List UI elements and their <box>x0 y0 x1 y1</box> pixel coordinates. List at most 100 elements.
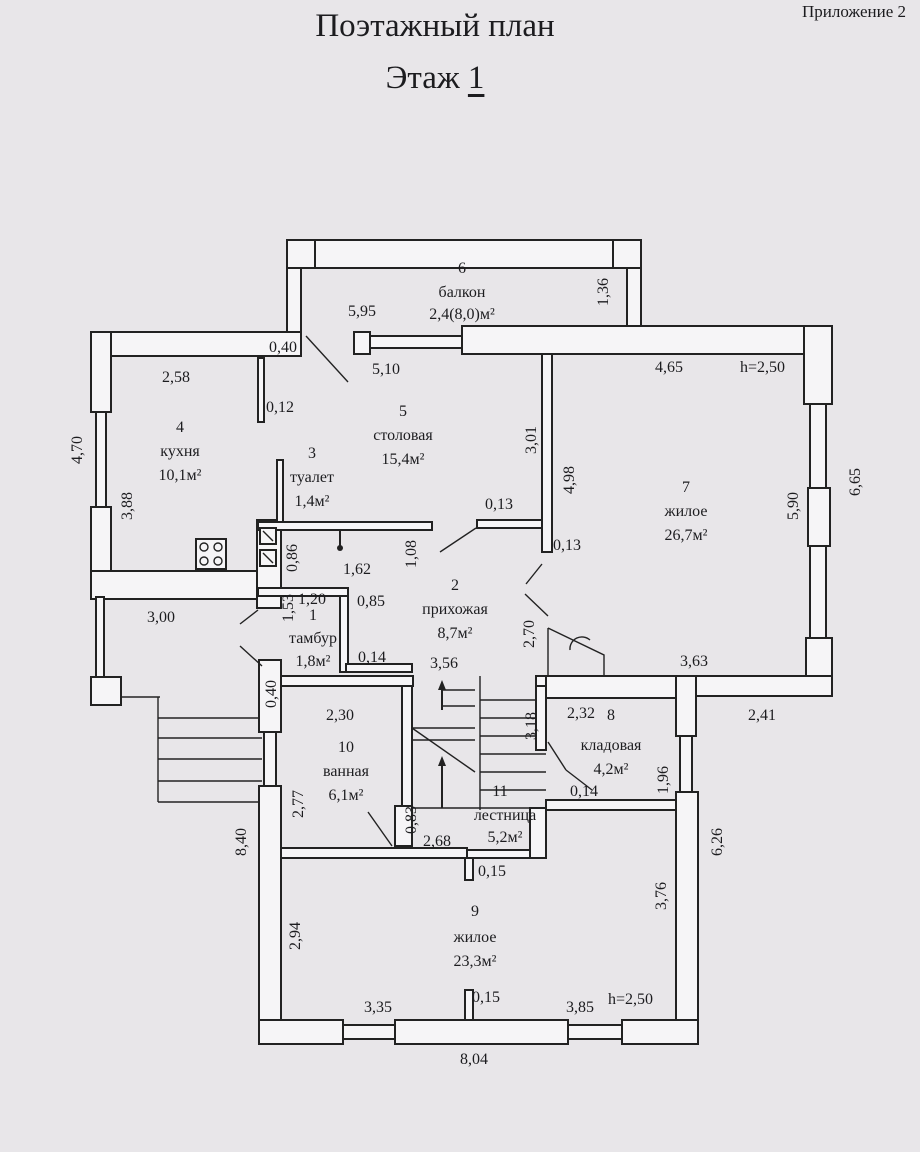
svg-text:1,4м²: 1,4м² <box>295 493 330 510</box>
svg-text:3,00: 3,00 <box>147 609 175 626</box>
floor-title: Этаж 1 <box>385 60 485 96</box>
svg-text:3,88: 3,88 <box>119 492 136 520</box>
svg-text:2,68: 2,68 <box>423 833 451 850</box>
north-wall-kitchen <box>90 331 302 357</box>
svg-text:8: 8 <box>607 707 615 724</box>
svg-text:26,7м²: 26,7м² <box>665 527 708 544</box>
east-wall-upper <box>803 325 833 405</box>
room-toilet: 3 туалет 1,4м² <box>290 445 334 510</box>
svg-text:3,56: 3,56 <box>430 655 458 672</box>
east-window-2 <box>809 545 827 639</box>
svg-text:0,83: 0,83 <box>403 806 420 834</box>
plan-title: Поэтажный план <box>315 8 555 44</box>
svg-text:11: 11 <box>492 783 507 800</box>
svg-text:1,36: 1,36 <box>595 278 612 306</box>
svg-text:9: 9 <box>471 903 479 920</box>
svg-text:1,8м²: 1,8м² <box>296 653 331 670</box>
svg-text:ванная: ванная <box>323 763 370 780</box>
svg-text:4,70: 4,70 <box>69 436 86 464</box>
svg-text:3,76: 3,76 <box>653 882 670 910</box>
room-bath: 10 ванная 6,1м² <box>323 739 370 804</box>
svg-text:7: 7 <box>682 479 690 496</box>
terrace-rail-west <box>95 596 105 678</box>
svg-text:2,32: 2,32 <box>567 705 595 722</box>
svg-text:2,58: 2,58 <box>162 369 190 386</box>
svg-text:2,77: 2,77 <box>290 790 307 818</box>
dimension-labels-vertical: 1,36 4,70 3,88 3,01 4,98 5,90 6,65 0,86 … <box>69 278 864 950</box>
svg-text:8,7м²: 8,7м² <box>438 625 473 642</box>
room-vestibule: 1 тамбур 1,8м² <box>289 607 337 670</box>
svg-text:0,40: 0,40 <box>263 680 280 708</box>
room-living-9: 9 жилое 23,3м² <box>453 903 497 970</box>
svg-text:15,4м²: 15,4м² <box>382 451 425 468</box>
terrace-post <box>90 676 122 706</box>
svg-text:жилое: жилое <box>664 503 708 520</box>
svg-text:5,10: 5,10 <box>372 361 400 378</box>
svg-text:2,70: 2,70 <box>521 620 538 648</box>
stove-icon <box>195 538 227 570</box>
east-window-1 <box>809 403 827 489</box>
svg-text:1: 1 <box>309 607 317 624</box>
balcony-walls <box>286 239 642 333</box>
door-swings <box>239 335 605 847</box>
room-kitchen: 4 кухня 10,1м² <box>159 419 202 484</box>
svg-text:прихожая: прихожая <box>422 601 488 618</box>
room-dining: 5 столовая 15,4м² <box>373 403 433 468</box>
balcony-door-opening <box>369 335 463 349</box>
svg-text:6,26: 6,26 <box>709 828 726 856</box>
entrance-steps <box>157 697 262 803</box>
room-stairs: 11 лестница 5,2м² <box>474 783 536 846</box>
svg-text:10,1м²: 10,1м² <box>159 467 202 484</box>
svg-text:1,96: 1,96 <box>655 766 672 794</box>
svg-text:3,18: 3,18 <box>523 712 540 740</box>
room-balcony: 6 балкон 2,4(8,0)м² <box>429 260 495 323</box>
svg-text:5,90: 5,90 <box>785 492 802 520</box>
west-wall-bedroom <box>258 785 282 1045</box>
svg-text:0,86: 0,86 <box>284 544 301 572</box>
svg-text:1,20: 1,20 <box>298 591 326 608</box>
svg-text:23,3м²: 23,3м² <box>454 953 497 970</box>
svg-text:1,53: 1,53 <box>280 594 297 622</box>
svg-text:3,01: 3,01 <box>523 426 540 454</box>
svg-text:8,40: 8,40 <box>233 828 250 856</box>
svg-text:3,35: 3,35 <box>364 999 392 1016</box>
svg-text:кухня: кухня <box>160 443 200 460</box>
svg-text:0,14: 0,14 <box>358 649 386 666</box>
svg-text:0,13: 0,13 <box>485 496 513 513</box>
svg-text:0,85: 0,85 <box>357 593 385 610</box>
svg-text:5: 5 <box>399 403 407 420</box>
svg-text:3,63: 3,63 <box>680 653 708 670</box>
interior-walls <box>257 353 677 1021</box>
appendix-label: Приложение 2 <box>802 2 906 21</box>
staircase <box>411 676 546 810</box>
svg-text:6,65: 6,65 <box>847 468 864 496</box>
svg-text:3: 3 <box>308 445 316 462</box>
west-wall-upper <box>90 331 112 413</box>
toilet-fixtures <box>259 527 343 567</box>
svg-text:0,15: 0,15 <box>478 863 506 880</box>
svg-text:кладовая: кладовая <box>581 737 642 754</box>
svg-text:лестница: лестница <box>474 807 536 824</box>
bath-window <box>263 731 277 787</box>
svg-text:туалет: туалет <box>290 469 334 486</box>
svg-text:2,30: 2,30 <box>326 707 354 724</box>
svg-text:2,94: 2,94 <box>287 922 304 950</box>
south-window-2 <box>567 1024 623 1040</box>
dimension-labels: 5,95 0,40 5,10 2,58 0,12 4,65 h=2,50 0,1… <box>147 303 785 1068</box>
kitchen-south-wall <box>90 570 282 600</box>
svg-text:4,98: 4,98 <box>561 466 578 494</box>
north-wall-living <box>461 325 833 355</box>
svg-text:5,95: 5,95 <box>348 303 376 320</box>
svg-text:тамбур: тамбур <box>289 630 337 647</box>
pantry-east-wall-upper <box>675 675 697 737</box>
svg-text:0,12: 0,12 <box>266 399 294 416</box>
south-wall-2 <box>394 1019 569 1045</box>
svg-text:3,85: 3,85 <box>566 999 594 1016</box>
south-window-1 <box>342 1024 396 1040</box>
south-wall-3 <box>621 1019 699 1045</box>
room-pantry: 8 кладовая 4,2м² <box>581 707 642 778</box>
east-wall-mid <box>807 487 831 547</box>
room-living-7: 7 жилое 26,7м² <box>664 479 708 544</box>
